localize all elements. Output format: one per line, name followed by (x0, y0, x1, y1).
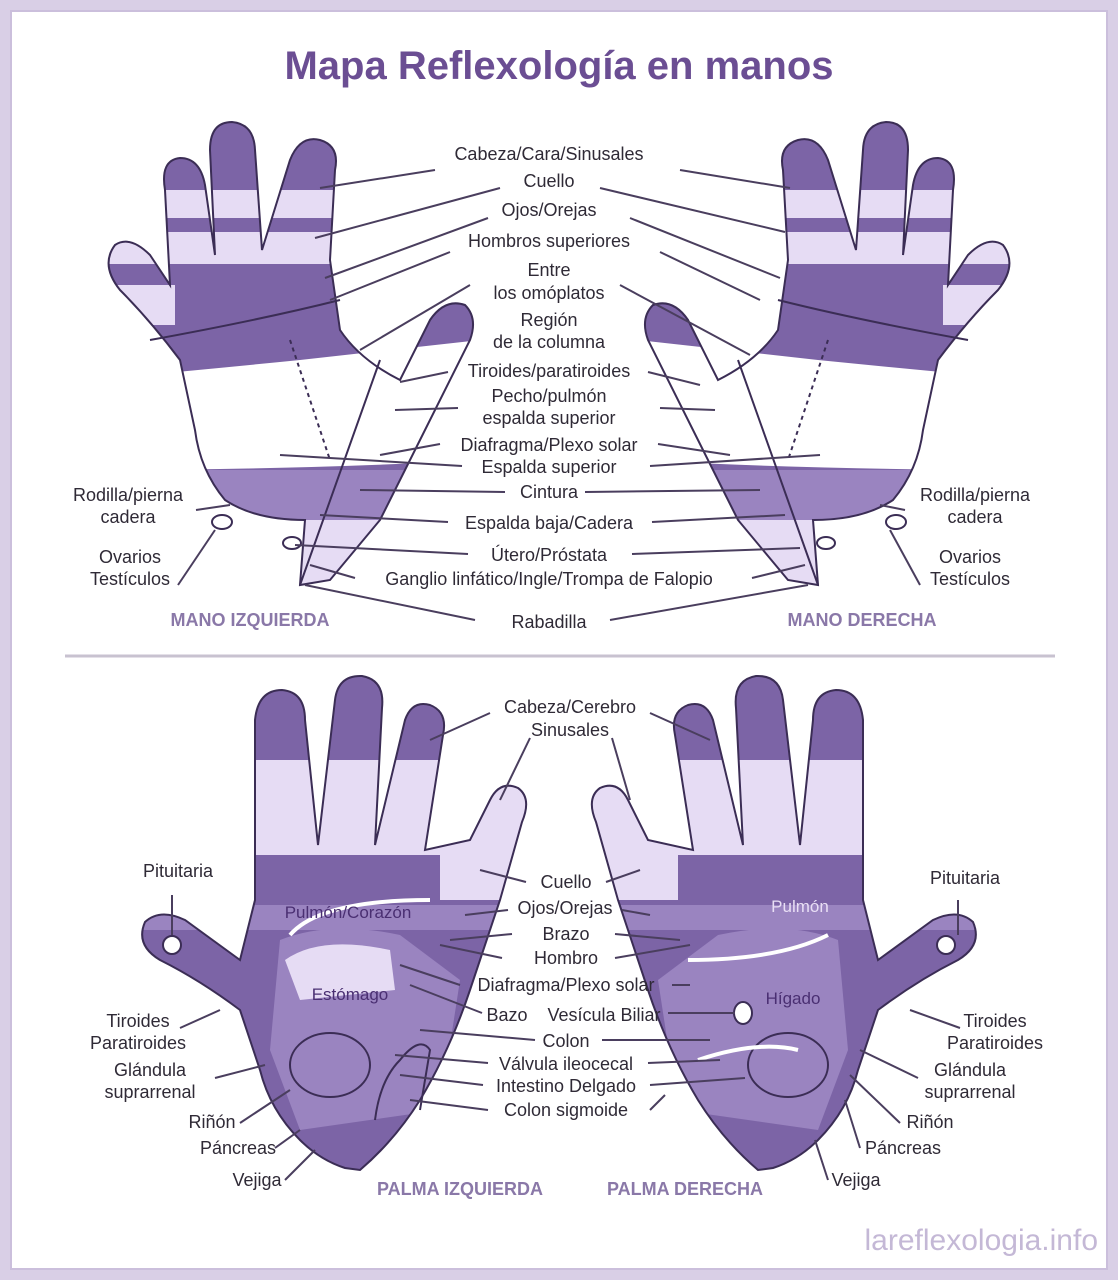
label-testiculos-left: Testículos (90, 569, 170, 589)
label-cuello: Cuello (523, 171, 574, 191)
label-utero: Útero/Próstata (491, 544, 608, 565)
label-ganglio: Ganglio linfático/Ingle/Trompa de Falopi… (385, 569, 713, 589)
label-rabadilla: Rabadilla (511, 612, 587, 632)
label-glandula-left: Glándula (114, 1060, 187, 1080)
label-region: Región (520, 310, 577, 330)
label-paratiroides-right: Paratiroides (947, 1033, 1043, 1053)
label-ovarios-left: Ovarios (99, 547, 161, 567)
label-omoplatos: los omóplatos (493, 283, 604, 303)
watermark: lareflexologia.info (865, 1224, 1098, 1257)
label-rodilla-left: Rodilla/pierna (73, 485, 184, 505)
label-espalda-superior-1: espalda superior (482, 408, 615, 428)
label-cabeza-cara: Cabeza/Cara/Sinusales (454, 144, 643, 164)
label-espalda-baja: Espalda baja/Cadera (465, 513, 634, 533)
label-diafragma-palm: Diafragma/Plexo solar (477, 975, 654, 995)
label-testiculos-right: Testículos (930, 569, 1010, 589)
label-intestino: Intestino Delgado (496, 1076, 636, 1096)
label-pecho-pulmon: Pecho/pulmón (491, 386, 606, 406)
label-rinon-left: Riñón (188, 1112, 235, 1132)
label-ovarios-right: Ovarios (939, 547, 1001, 567)
caption-palma-derecha: PALMA DERECHA (607, 1179, 763, 1199)
label-tiroides-right: Tiroides (963, 1011, 1026, 1031)
label-espalda-superior-2: Espalda superior (481, 457, 616, 477)
label-suprarrenal-right: suprarrenal (924, 1082, 1015, 1102)
label-columna: de la columna (493, 332, 606, 352)
label-suprarrenal-left: suprarrenal (104, 1082, 195, 1102)
label-ojos-orejas-palm: Ojos/Orejas (517, 898, 612, 918)
label-bazo: Bazo (486, 1005, 527, 1025)
label-vesicula: Vesícula Biliar (547, 1005, 660, 1025)
label-rodilla-right: Rodilla/pierna (920, 485, 1031, 505)
label-cabeza-cerebro: Cabeza/Cerebro (504, 697, 636, 717)
label-cintura: Cintura (520, 482, 579, 502)
label-higado: Hígado (766, 989, 821, 1008)
label-tiroides: Tiroides/paratiroides (468, 361, 630, 381)
label-tiroides-left: Tiroides (106, 1011, 169, 1031)
caption-mano-derecha: MANO DERECHA (787, 610, 936, 630)
label-hombro: Hombro (534, 948, 598, 968)
label-pulmon-corazon: Pulmón/Corazón (285, 903, 412, 922)
label-pancreas-right: Páncreas (865, 1138, 941, 1158)
label-cadera-right: cadera (947, 507, 1003, 527)
label-estomago: Estómago (312, 985, 389, 1004)
label-vejiga-left: Vejiga (232, 1170, 282, 1190)
label-colon-sigmoide: Colon sigmoide (504, 1100, 628, 1120)
label-glandula-right: Glándula (934, 1060, 1007, 1080)
label-entre: Entre (527, 260, 570, 280)
caption-mano-izquierda: MANO IZQUIERDA (171, 610, 330, 630)
label-hombros-superiores: Hombros superiores (468, 231, 630, 251)
label-pulmon: Pulmón (771, 897, 829, 916)
label-ojos-orejas: Ojos/Orejas (501, 200, 596, 220)
label-sinusales: Sinusales (531, 720, 609, 740)
label-pituitaria-left: Pituitaria (143, 861, 214, 881)
label-pancreas-left: Páncreas (200, 1138, 276, 1158)
label-diafragma: Diafragma/Plexo solar (460, 435, 637, 455)
label-pituitaria-right: Pituitaria (930, 868, 1001, 888)
label-vejiga-right: Vejiga (831, 1170, 881, 1190)
caption-palma-izquierda: PALMA IZQUIERDA (377, 1179, 543, 1199)
label-valvula: Válvula ileocecal (499, 1054, 633, 1074)
label-cadera-left: cadera (100, 507, 156, 527)
label-paratiroides-left: Paratiroides (90, 1033, 186, 1053)
label-brazo: Brazo (542, 924, 589, 944)
label-rinon-right: Riñón (906, 1112, 953, 1132)
label-cuello-palm: Cuello (540, 872, 591, 892)
label-colon: Colon (542, 1031, 589, 1051)
